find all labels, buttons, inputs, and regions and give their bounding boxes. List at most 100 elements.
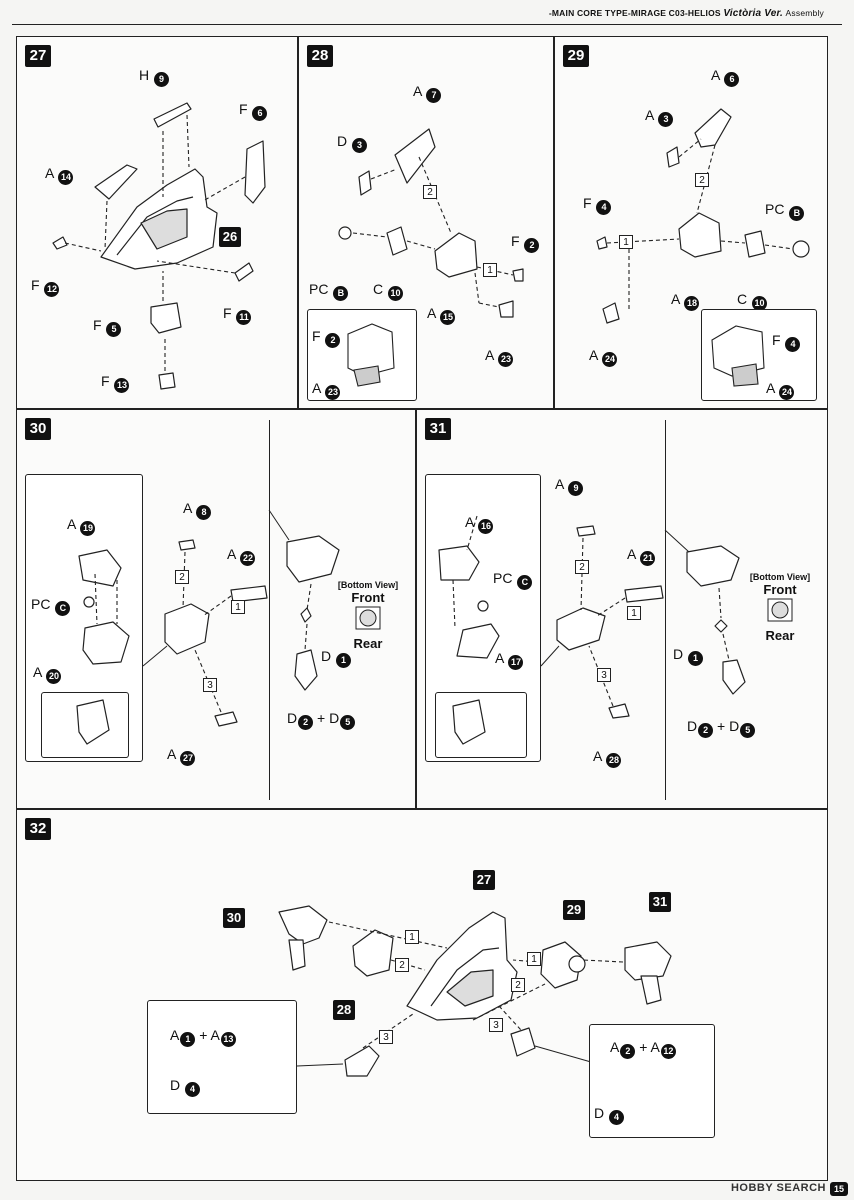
header-version: Victòria Ver. [723, 8, 783, 19]
seq-marker-1: 1 [627, 606, 641, 620]
seq-marker-2: 2 [695, 173, 709, 187]
step-30-parts-drawing [76, 509, 340, 745]
step-30-badge: 30 [25, 418, 51, 440]
part-label-a6: A 6 [711, 67, 740, 87]
seq-marker-1-right: 1 [527, 952, 541, 966]
part-label-f13: F 13 [101, 373, 130, 393]
bottom-view-front: Front [763, 582, 797, 597]
seq-marker-3: 3 [203, 678, 217, 692]
step-28-parts-drawing [338, 128, 524, 318]
inset-29-drawing [711, 325, 765, 387]
step-29-parts-drawing [596, 108, 810, 324]
step-ref-29: 29 [563, 900, 585, 920]
step-30-panel: 30 2 1 3 [16, 409, 416, 809]
seq-marker-1-left: 1 [405, 930, 419, 944]
seq-marker-3-right: 3 [489, 1018, 503, 1032]
step-ref-28: 28 [333, 1000, 355, 1020]
seq-marker-2-left: 2 [395, 958, 409, 972]
watermark-credit: HOBBY SEARCH [730, 1182, 826, 1194]
bottom-view-rear: Rear [765, 628, 795, 643]
step-28-badge: 28 [307, 45, 333, 67]
step-31-panel: 31 2 1 3 [416, 409, 828, 809]
part-label-a28: A 28 [593, 748, 622, 768]
part-label-f6: F 6 [239, 101, 268, 121]
part-label-a8: A 8 [183, 500, 212, 520]
page-number: 15 [830, 1182, 848, 1196]
part-label-a3: A 3 [645, 107, 674, 127]
inset-label-a24: A 24 [766, 380, 795, 400]
seq-marker-1: 1 [231, 600, 245, 614]
part-label-f12: F 12 [31, 277, 60, 297]
step-ref-31: 31 [649, 892, 671, 912]
part-label-a27: A 27 [167, 746, 196, 766]
part-label-d3: D 3 [337, 133, 368, 153]
seq-marker-2: 2 [175, 570, 189, 584]
part-label-c10: C 10 [373, 281, 404, 301]
step-28-detail-inset: F 2 A 23 [307, 309, 417, 401]
inset-28-drawing [347, 323, 395, 387]
part-label-d1: D 1 [673, 646, 704, 666]
inset-label-f2: F 2 [312, 328, 341, 348]
step-27-parts-drawing [52, 102, 266, 390]
step-30-divider [269, 420, 270, 800]
bottom-view-rear: Rear [353, 636, 383, 651]
part-label-pcb: PC B [765, 201, 805, 221]
seq-marker-2: 2 [575, 560, 589, 574]
step-31-detail-inset [435, 692, 527, 758]
seq-marker-1: 1 [619, 235, 633, 249]
bottom-view-title: [Bottom View] [337, 580, 399, 590]
header-product-line: -MAIN CORE TYPE-MIRAGE C03-HELIOS [548, 8, 721, 18]
seq-marker-3: 3 [597, 668, 611, 682]
part-label-a18: A 18 [671, 291, 700, 311]
seq-marker-3-left: 3 [379, 1030, 393, 1044]
step-ref-26: 26 [219, 227, 241, 247]
part-label-a21: A 21 [627, 546, 656, 566]
bottom-view-diagram [355, 606, 381, 630]
step-31-divider [665, 420, 666, 800]
step-31-parts-drawing [438, 515, 746, 745]
part-label-a15: A 15 [427, 305, 456, 325]
step-32-panel: 32 [16, 809, 828, 1181]
inset-label-f4: F 4 [772, 332, 801, 352]
step-27-panel: 27 [16, 36, 298, 409]
seq-marker-2-right: 2 [511, 978, 525, 992]
part-label-d4: D 4 [170, 1077, 201, 1097]
part-label-pcb: PC B [309, 281, 349, 301]
step-28-panel: 28 2 1 A 7 D 3 PC B C 10 F 2 A 15 A 23 [298, 36, 554, 409]
bottom-view-diagram [767, 598, 793, 622]
step-32-badge: 32 [25, 818, 51, 840]
bottom-view-title: [Bottom View] [749, 572, 811, 582]
header-divider [12, 24, 842, 25]
step-31-badge: 31 [425, 418, 451, 440]
seq-marker-2: 2 [423, 185, 437, 199]
part-label-f4: F 4 [583, 195, 612, 215]
part-label-a20: A 20 [33, 664, 62, 684]
part-label-a14: A 14 [45, 165, 74, 185]
step-ref-27: 27 [473, 870, 495, 890]
part-label-a17: A 17 [495, 650, 524, 670]
step-29-badge: 29 [563, 45, 589, 67]
bottom-view-callout: [Bottom View] Front Rear [331, 580, 405, 651]
part-label-pcc: PC C [493, 570, 533, 590]
part-label-pcc: PC C [31, 596, 71, 616]
part-label-f5: F 5 [93, 317, 122, 337]
part-label-a19: A 19 [67, 516, 96, 536]
step-ref-30: 30 [223, 908, 245, 928]
bottom-view-callout: [Bottom View] Front Rear [741, 572, 819, 643]
part-label-f11: F 11 [223, 305, 252, 325]
part-label-a9: A 9 [555, 476, 584, 496]
seq-marker-1: 1 [483, 263, 497, 277]
page-header: -MAIN CORE TYPE-MIRAGE C03-HELIOS Victòr… [549, 8, 824, 19]
part-label-d4: D 4 [594, 1105, 625, 1125]
step-27-badge: 27 [25, 45, 51, 67]
part-label-a7: A 7 [413, 83, 442, 103]
part-label-a16: A 16 [465, 514, 494, 534]
inset-label-a23: A 23 [312, 380, 341, 400]
step-29-panel: 29 2 1 A 6 A 3 F 4 PC B A 18 C 10 A 24 [554, 36, 828, 409]
